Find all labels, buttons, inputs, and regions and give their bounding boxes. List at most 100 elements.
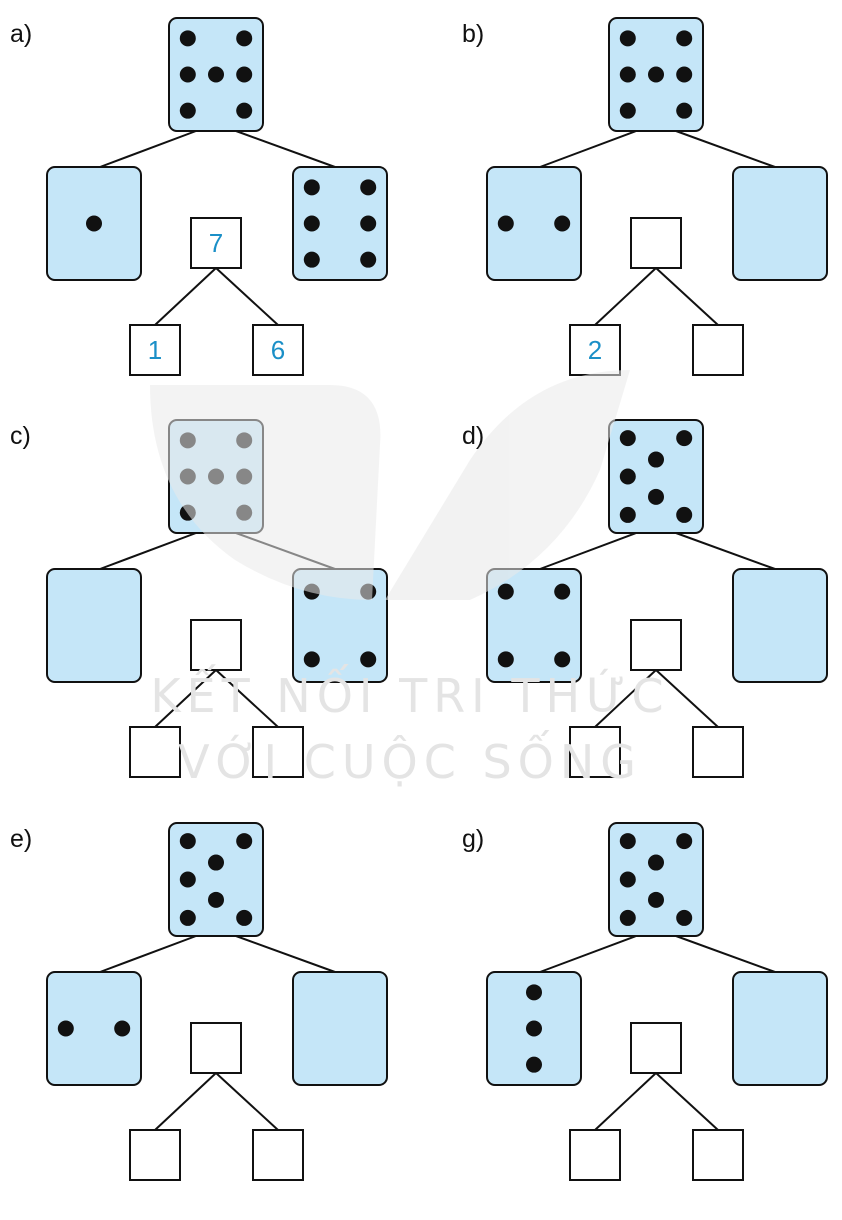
- dot: [554, 583, 571, 600]
- dot: [619, 66, 636, 83]
- dot: [360, 651, 377, 668]
- dot: [648, 854, 664, 871]
- dot: [554, 215, 571, 232]
- dot: [619, 30, 636, 47]
- dot: [676, 506, 693, 523]
- dot: [303, 179, 320, 196]
- right-card: [732, 971, 828, 1086]
- part-left-box-value: 2: [588, 335, 602, 365]
- right-card: [732, 568, 828, 683]
- dot: [648, 488, 664, 505]
- top-card: [608, 17, 704, 132]
- dot: [676, 102, 693, 119]
- dot: [497, 651, 514, 668]
- dot: [208, 468, 224, 485]
- whole-box[interactable]: [190, 619, 242, 671]
- problem-d: d): [462, 419, 828, 778]
- dot: [179, 833, 196, 850]
- dot: [676, 30, 693, 47]
- part-right-box[interactable]: [252, 726, 304, 778]
- dot: [360, 251, 377, 268]
- problem-label: d): [462, 422, 484, 450]
- dot: [114, 1020, 131, 1037]
- dot: [360, 179, 377, 196]
- dot: [497, 215, 514, 232]
- dot: [619, 102, 636, 119]
- dot: [648, 66, 664, 83]
- part-right-box[interactable]: [692, 1129, 744, 1181]
- top-card: [168, 419, 264, 534]
- dot: [554, 651, 571, 668]
- problem-g: g): [462, 822, 828, 1181]
- dot: [676, 909, 693, 926]
- dot: [526, 1056, 542, 1073]
- left-card: [46, 166, 142, 281]
- dot: [179, 102, 196, 119]
- dot: [676, 66, 693, 83]
- whole-box[interactable]: [630, 1022, 682, 1074]
- left-card: [486, 568, 582, 683]
- left-card: [46, 971, 142, 1086]
- part-right-box[interactable]: [692, 324, 744, 376]
- right-card: [292, 568, 388, 683]
- right-card: [732, 166, 828, 281]
- dot: [179, 66, 196, 83]
- dot: [236, 102, 253, 119]
- problem-label: b): [462, 20, 484, 48]
- dot: [303, 651, 320, 668]
- top-card: [608, 822, 704, 937]
- part-left-box[interactable]: [129, 1129, 181, 1181]
- problem-label: e): [10, 825, 32, 853]
- part-left-box[interactable]: [569, 726, 621, 778]
- dot: [179, 504, 196, 521]
- part-left-box[interactable]: 1: [129, 324, 181, 376]
- right-card: [292, 971, 388, 1086]
- dot: [526, 1020, 542, 1037]
- whole-box[interactable]: 7: [190, 217, 242, 269]
- part-left-box[interactable]: [569, 1129, 621, 1181]
- dot: [236, 30, 253, 47]
- part-right-box[interactable]: [692, 726, 744, 778]
- dot: [179, 909, 196, 926]
- left-card: [486, 971, 582, 1086]
- dot: [676, 430, 693, 447]
- dot: [179, 871, 196, 888]
- dot: [619, 506, 636, 523]
- part-left-box[interactable]: [129, 726, 181, 778]
- dot: [360, 215, 377, 232]
- dot: [619, 871, 636, 888]
- dot: [303, 251, 320, 268]
- dot: [86, 215, 102, 232]
- problem-label: a): [10, 20, 32, 48]
- dot: [619, 833, 636, 850]
- problem-a: a) 7 1 6: [10, 17, 388, 376]
- problem-label: g): [462, 825, 484, 853]
- part-right-box[interactable]: 6: [252, 324, 304, 376]
- part-right-box[interactable]: [252, 1129, 304, 1181]
- problem-e: e): [10, 822, 388, 1181]
- dot: [676, 833, 693, 850]
- dot: [648, 891, 664, 908]
- left-card: [486, 166, 582, 281]
- whole-box[interactable]: [630, 217, 682, 269]
- dot: [208, 891, 224, 908]
- dot: [236, 833, 253, 850]
- dot: [179, 30, 196, 47]
- whole-box-value: 7: [209, 228, 223, 258]
- dot: [526, 984, 542, 1001]
- dot: [208, 854, 224, 871]
- dot: [208, 66, 224, 83]
- dot: [236, 66, 253, 83]
- dot: [648, 451, 664, 468]
- part-right-box-value: 6: [271, 335, 285, 365]
- whole-box[interactable]: [190, 1022, 242, 1074]
- dot: [497, 583, 514, 600]
- part-left-box[interactable]: 2: [569, 324, 621, 376]
- whole-box[interactable]: [630, 619, 682, 671]
- dot: [236, 468, 253, 485]
- part-left-box-value: 1: [148, 335, 162, 365]
- right-card: [292, 166, 388, 281]
- dot: [236, 504, 253, 521]
